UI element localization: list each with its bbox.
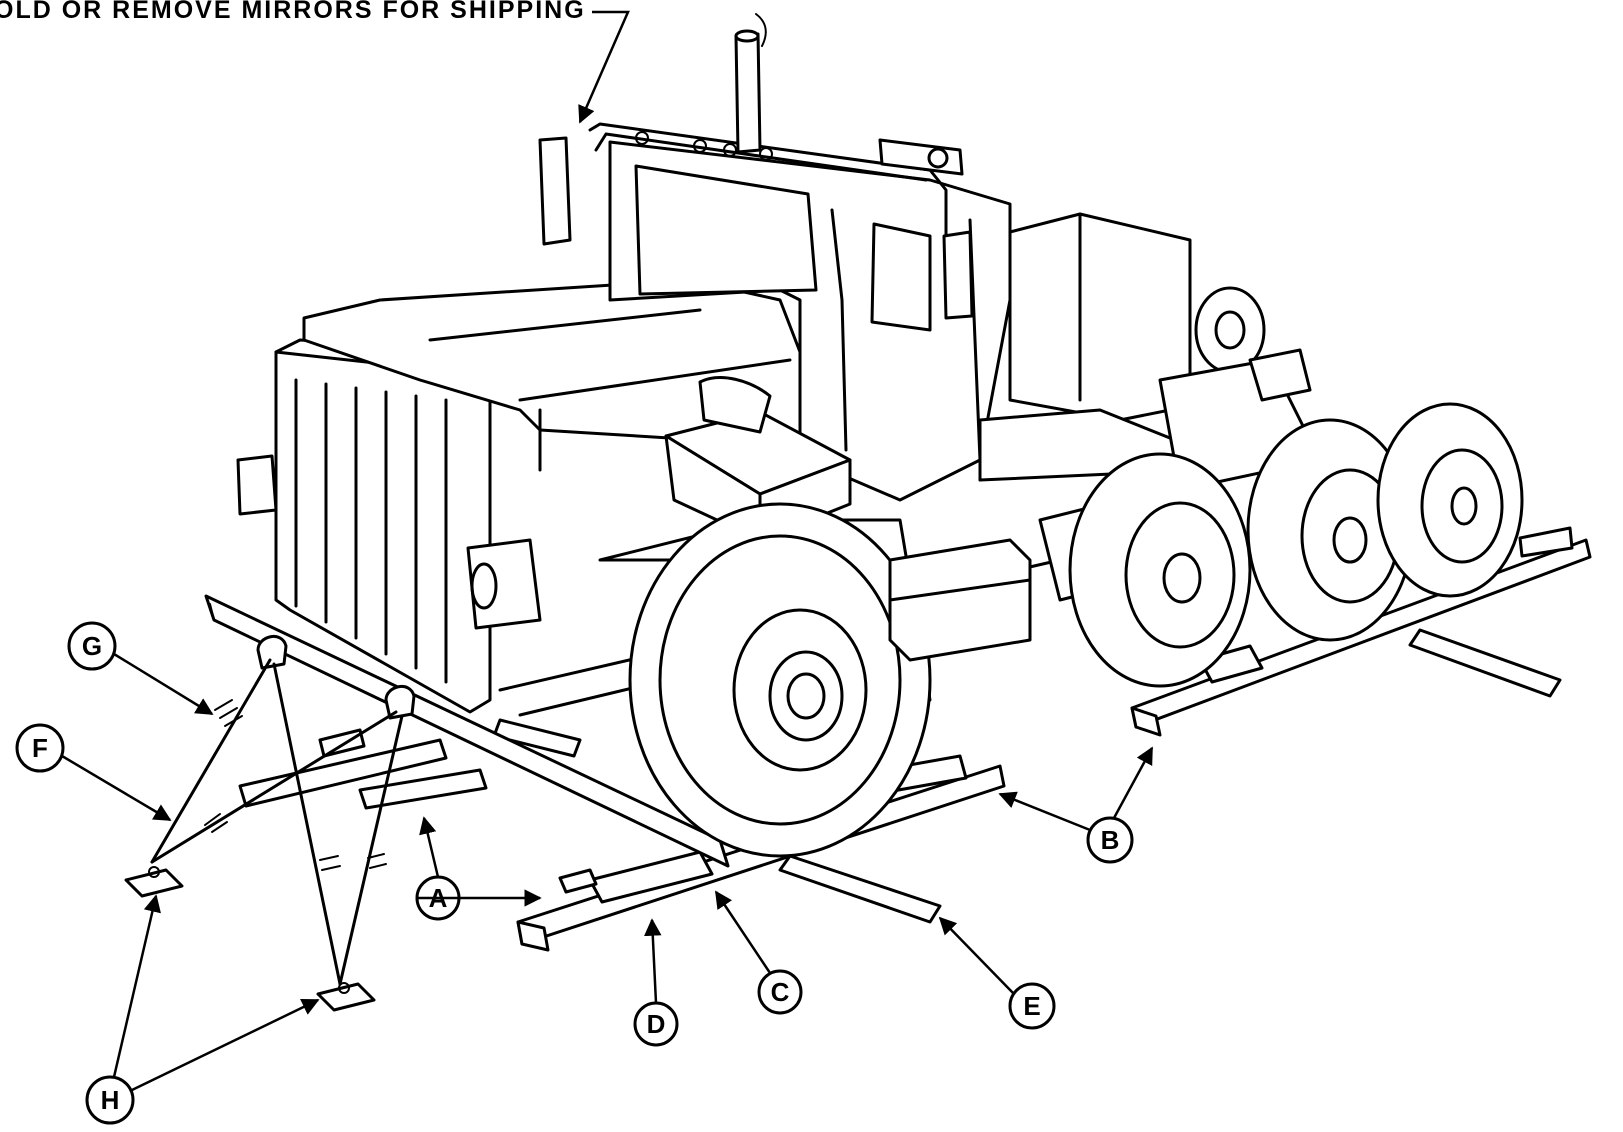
svg-text:C: C bbox=[771, 977, 790, 1007]
svg-text:D: D bbox=[647, 1009, 666, 1039]
mirror-frame bbox=[538, 122, 974, 320]
tie-down-chains bbox=[150, 658, 404, 986]
callout-C: C bbox=[714, 890, 803, 1015]
left-headlight bbox=[236, 454, 278, 516]
mirrors-caption: OLD OR REMOVE MIRRORS FOR SHIPPING bbox=[0, 0, 586, 24]
rear-deck bbox=[978, 212, 1202, 482]
callout-D: D bbox=[633, 918, 679, 1047]
svg-text:G: G bbox=[82, 631, 102, 661]
truck-illustration bbox=[124, 13, 1592, 1012]
svg-text:F: F bbox=[32, 733, 48, 763]
right-anchor-plate bbox=[316, 982, 376, 1012]
svg-text:E: E bbox=[1023, 991, 1040, 1021]
front-wheel bbox=[628, 502, 932, 858]
winch bbox=[1158, 286, 1322, 492]
callout-A: A bbox=[415, 816, 542, 921]
svg-text:B: B bbox=[1101, 825, 1120, 855]
left-anchor-plate bbox=[124, 868, 184, 898]
left-tow-hook bbox=[256, 635, 288, 670]
hood bbox=[302, 278, 802, 472]
cab bbox=[608, 131, 1012, 502]
callout-B: B bbox=[998, 746, 1154, 864]
callout-E: E bbox=[938, 916, 1056, 1030]
exhaust-stack bbox=[734, 13, 767, 154]
mirrors-caption-leader bbox=[578, 10, 630, 124]
rear-wheels bbox=[1068, 402, 1524, 688]
right-tow-hook bbox=[384, 685, 416, 720]
callout-H: H bbox=[85, 894, 320, 1125]
svg-text:H: H bbox=[101, 1085, 120, 1115]
right-headlight bbox=[466, 538, 542, 630]
callout-F: F bbox=[15, 723, 172, 822]
callout-G: G bbox=[67, 621, 214, 716]
